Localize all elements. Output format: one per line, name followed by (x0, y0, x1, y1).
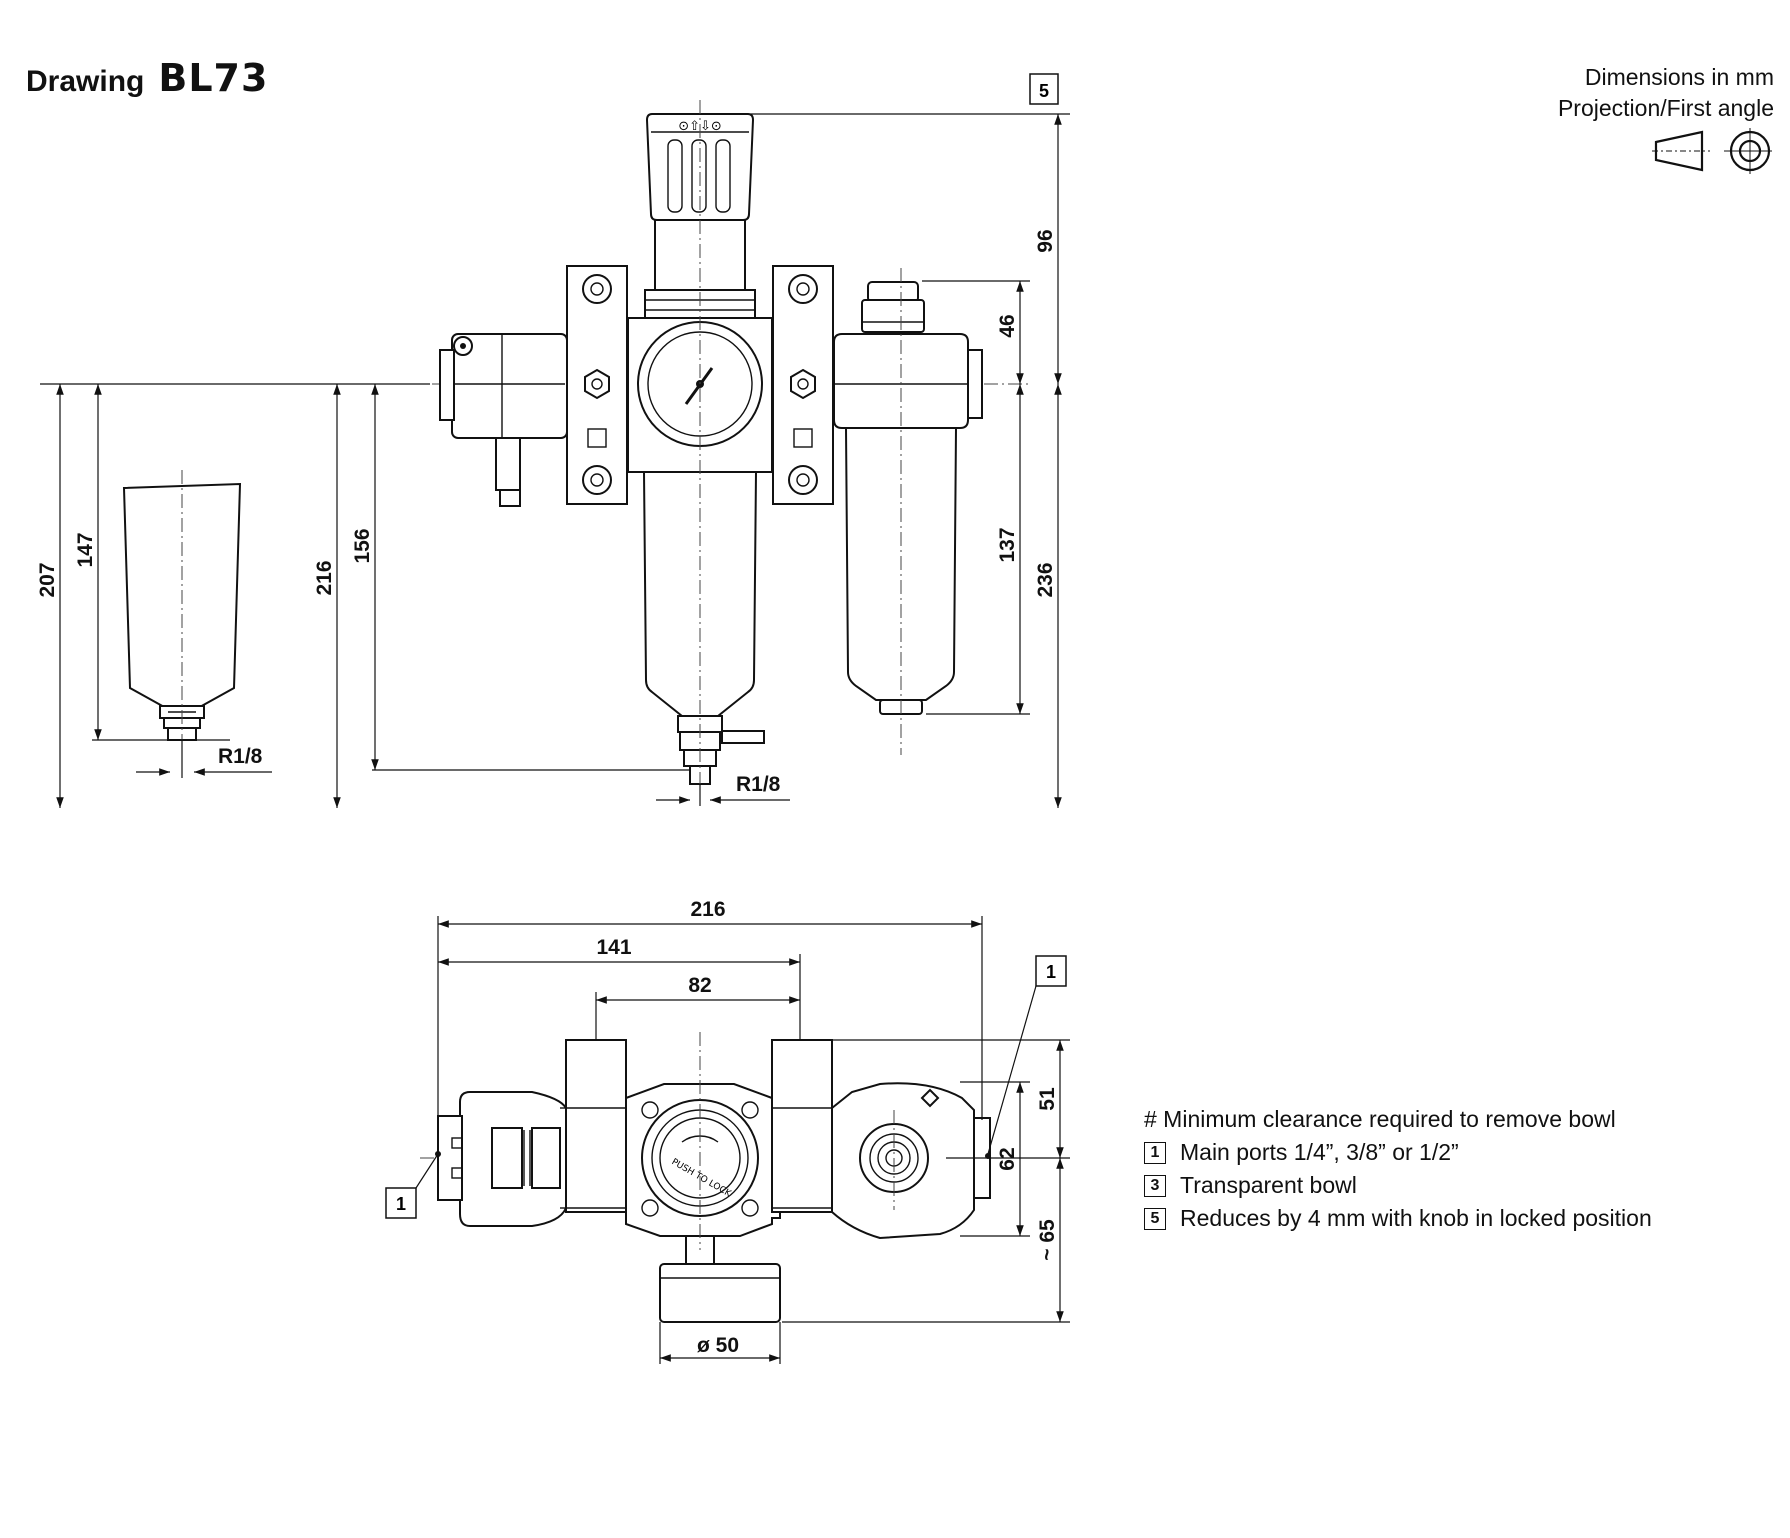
left-bracket (566, 265, 628, 505)
top-regulator-body: PUSH TO LOCK (625, 1032, 781, 1323)
lockout-valve (439, 333, 568, 507)
projection-text: Projection/First angle (1557, 95, 1774, 121)
units-block: Dimensions in mm Projection/First angle (1558, 62, 1774, 124)
top-left-bracket (565, 1039, 627, 1213)
dim-207: 207 (36, 562, 59, 597)
dim-216-width: 216 (690, 898, 725, 921)
note-item: 3 Transparent bowl (1144, 1169, 1652, 1202)
units-text: Dimensions in mm (1584, 64, 1774, 90)
right-bracket (772, 265, 834, 505)
dim-147: 147 (74, 532, 97, 567)
port-label-bowl: R1/8 (218, 745, 263, 768)
first-angle-projection-icon (1652, 128, 1772, 174)
note-text: Transparent bowl (1180, 1172, 1357, 1198)
note-item: 1 Main ports 1/4”, 3/8” or 1/2” (1144, 1136, 1652, 1169)
drawing-title: Drawing BL73 (26, 56, 268, 100)
notes-legend: # Minimum clearance required to remove b… (1144, 1103, 1652, 1235)
top-right-bracket (771, 1039, 833, 1213)
filter-regulator: ⊙⇧⇩⊙ (627, 100, 773, 800)
top-view: PUSH TO LOCK 1 1 (385, 898, 1070, 1364)
note-number: 5 (1144, 1207, 1166, 1230)
dim-62: 62 (996, 1147, 1019, 1170)
detached-bowl (122, 470, 242, 760)
callout-1-left: 1 (396, 1194, 406, 1214)
note-text: Main ports 1/4”, 3/8” or 1/2” (1180, 1139, 1459, 1165)
dim-236: 236 (1034, 562, 1057, 597)
port-label-filter: R1/8 (736, 773, 781, 796)
dim-82: 82 (688, 974, 711, 997)
drawing-label: Drawing (26, 65, 145, 98)
front-view: ⊙⇧⇩⊙ (36, 73, 1070, 808)
dim-216-height: 216 (313, 560, 336, 595)
top-lockout-valve (437, 1091, 567, 1227)
dim-65: ~ 65 (1036, 1219, 1059, 1261)
dim-141: 141 (596, 936, 631, 959)
note-clearance: # Minimum clearance required to remove b… (1144, 1103, 1652, 1136)
note-item: 5 Reduces by 4 mm with knob in locked po… (1144, 1202, 1652, 1235)
dim-dia-50: ø 50 (697, 1334, 739, 1357)
top-lubricator (831, 1082, 991, 1240)
note-clearance-text: # Minimum clearance required to remove b… (1144, 1106, 1616, 1132)
dim-156: 156 (351, 528, 374, 563)
callout-5: 5 (1039, 81, 1049, 101)
callout-1-right: 1 (1046, 962, 1056, 982)
dim-96: 96 (1034, 229, 1057, 252)
dim-46: 46 (996, 314, 1019, 337)
note-text: Reduces by 4 mm with knob in locked posi… (1180, 1205, 1652, 1231)
model-code: BL73 (158, 56, 269, 100)
note-number: 1 (1144, 1141, 1166, 1164)
dim-51: 51 (1036, 1087, 1059, 1111)
dim-137: 137 (996, 527, 1019, 562)
note-number: 3 (1144, 1174, 1166, 1197)
lubricator (833, 268, 983, 755)
